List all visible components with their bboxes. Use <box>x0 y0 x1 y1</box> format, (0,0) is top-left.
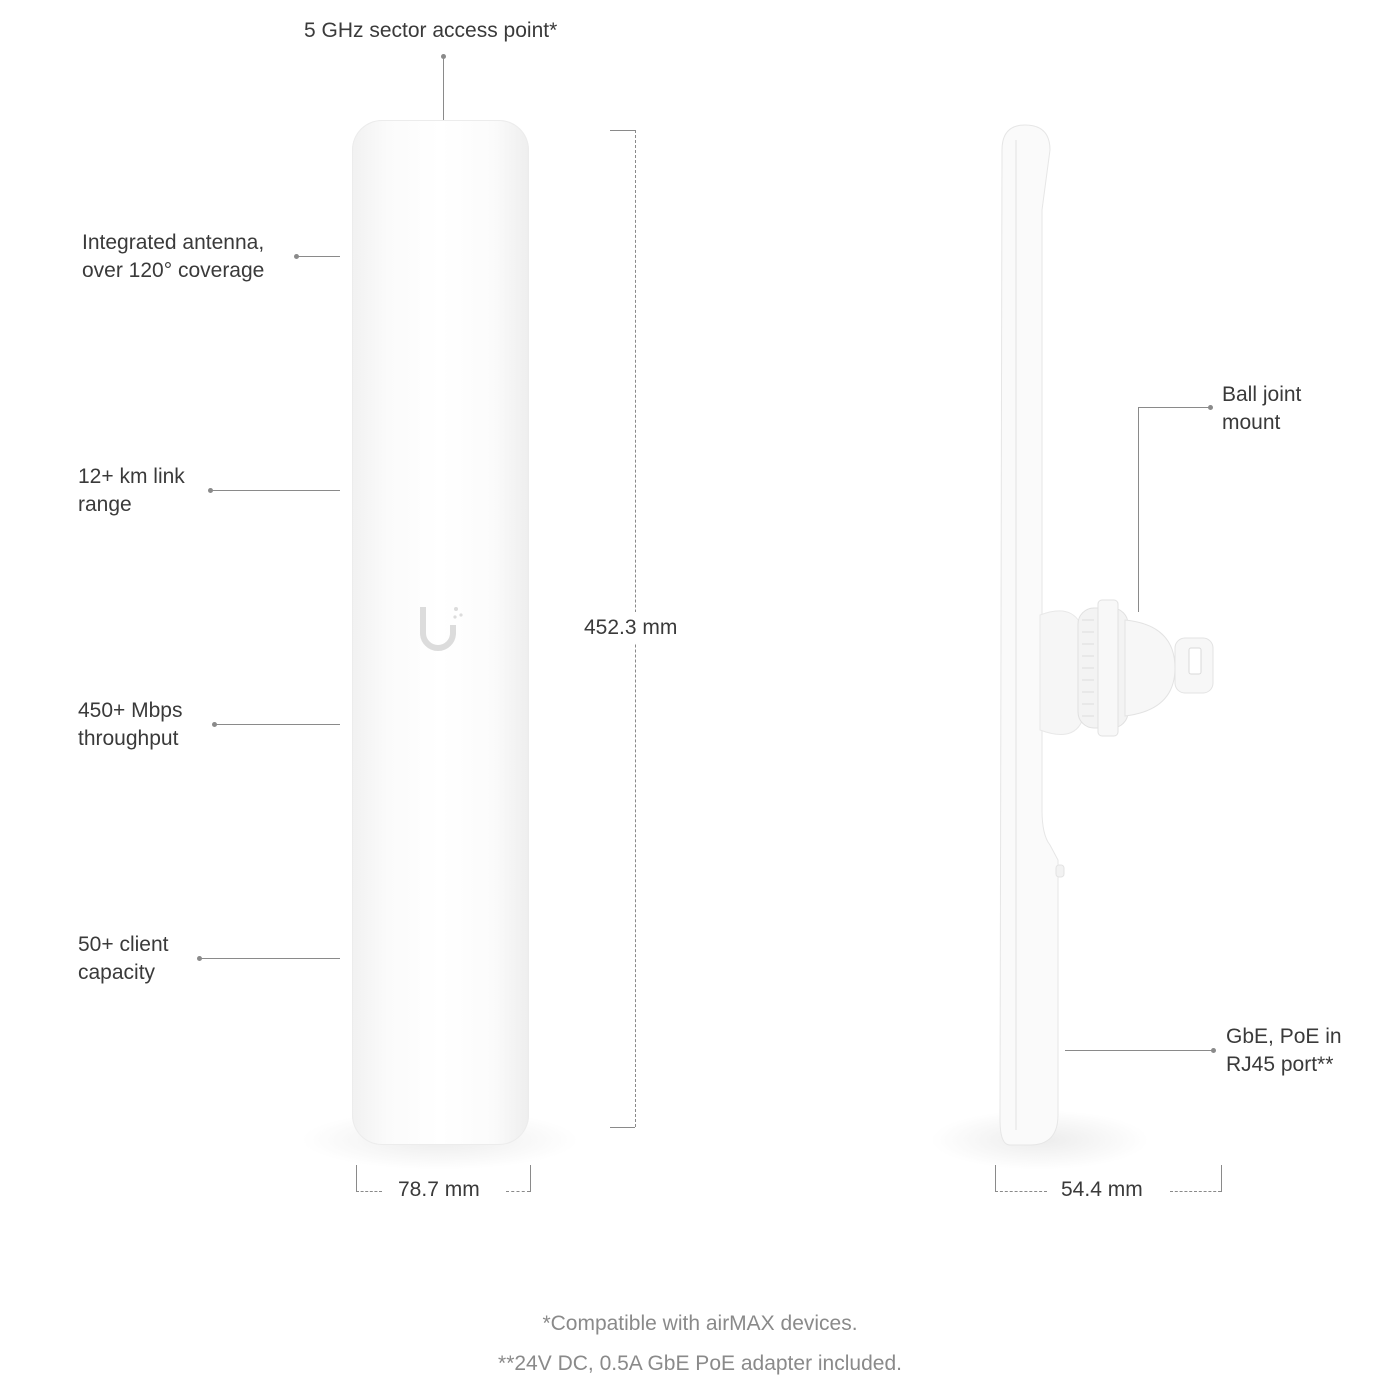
callout-mount-label: Ball joint mount <box>1222 381 1301 437</box>
callout-line <box>214 724 340 725</box>
dim-tick <box>610 130 635 131</box>
depth-dimension-line <box>995 1191 1047 1192</box>
callout-antenna-label: Integrated antenna, over 120° coverage <box>82 229 264 285</box>
line1: 450+ Mbps <box>78 699 183 722</box>
line2: capacity <box>78 961 156 984</box>
side-view-device <box>999 124 1214 1146</box>
footnote-adapter: **24V DC, 0.5A GbE PoE adapter included. <box>498 1352 902 1375</box>
callout-line <box>1138 407 1139 612</box>
line1: Integrated antenna, <box>82 231 265 254</box>
callout-line <box>210 490 340 491</box>
line2: throughput <box>78 727 179 750</box>
width-dimension-line <box>356 1191 382 1192</box>
dim-tick <box>356 1165 357 1192</box>
line1: 50+ client <box>78 933 169 956</box>
line2: RJ45 port** <box>1226 1053 1334 1076</box>
callout-line <box>1138 407 1210 408</box>
callout-dot <box>1208 405 1213 410</box>
line1: 12+ km link <box>78 465 185 488</box>
dim-tick <box>530 1165 531 1192</box>
callout-line <box>296 256 340 257</box>
line2: over 120° coverage <box>82 259 265 282</box>
width-dimension-line <box>506 1191 530 1192</box>
depth-dimension-line <box>1170 1191 1221 1192</box>
line2: mount <box>1222 411 1281 434</box>
side-depth-label: 54.4 mm <box>1061 1178 1143 1201</box>
callout-dot <box>1211 1048 1216 1053</box>
front-width-label: 78.7 mm <box>398 1178 480 1201</box>
callout-line <box>199 958 340 959</box>
dim-tick <box>1221 1165 1222 1192</box>
line1: Ball joint <box>1222 383 1302 406</box>
callout-line <box>1065 1050 1213 1051</box>
callout-clients-label: 50+ client capacity <box>78 931 168 987</box>
footnote-compat: *Compatible with airMAX devices. <box>542 1312 858 1335</box>
callout-throughput-label: 450+ Mbps throughput <box>78 697 183 753</box>
dim-tick <box>610 1127 635 1128</box>
callout-top-label: 5 GHz sector access point* <box>304 19 558 42</box>
ubiquiti-logo-icon <box>420 603 464 656</box>
callout-line <box>443 56 444 120</box>
dim-tick <box>995 1165 996 1192</box>
line2: range <box>78 493 132 516</box>
callout-port-label: GbE, PoE in RJ45 port** <box>1226 1023 1342 1079</box>
line1: GbE, PoE in <box>1226 1025 1342 1048</box>
front-view-device <box>352 120 529 1145</box>
callout-range-label: 12+ km link range <box>78 463 185 519</box>
height-dimension-label: 452.3 mm <box>578 612 684 644</box>
